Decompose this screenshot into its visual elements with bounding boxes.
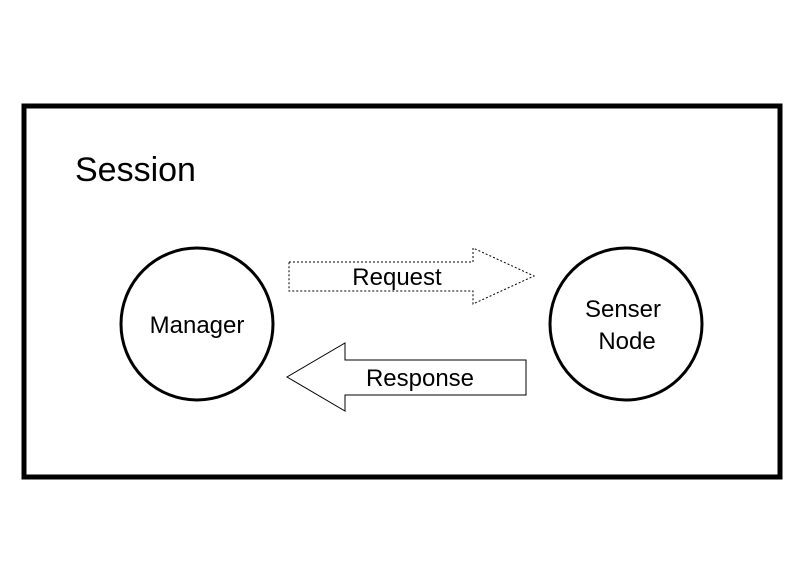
response-arrow	[286, 342, 527, 412]
sensor-label-line1: Senser	[585, 296, 661, 323]
manager-label: Manager	[150, 312, 245, 339]
request-label: Request	[352, 264, 442, 291]
request-arrow	[288, 247, 536, 305]
sensor-node	[548, 246, 704, 402]
response-label: Response	[366, 365, 474, 392]
sensor-label-line2: Node	[598, 328, 655, 355]
session-title: Session	[75, 151, 196, 189]
manager-node	[119, 246, 275, 402]
